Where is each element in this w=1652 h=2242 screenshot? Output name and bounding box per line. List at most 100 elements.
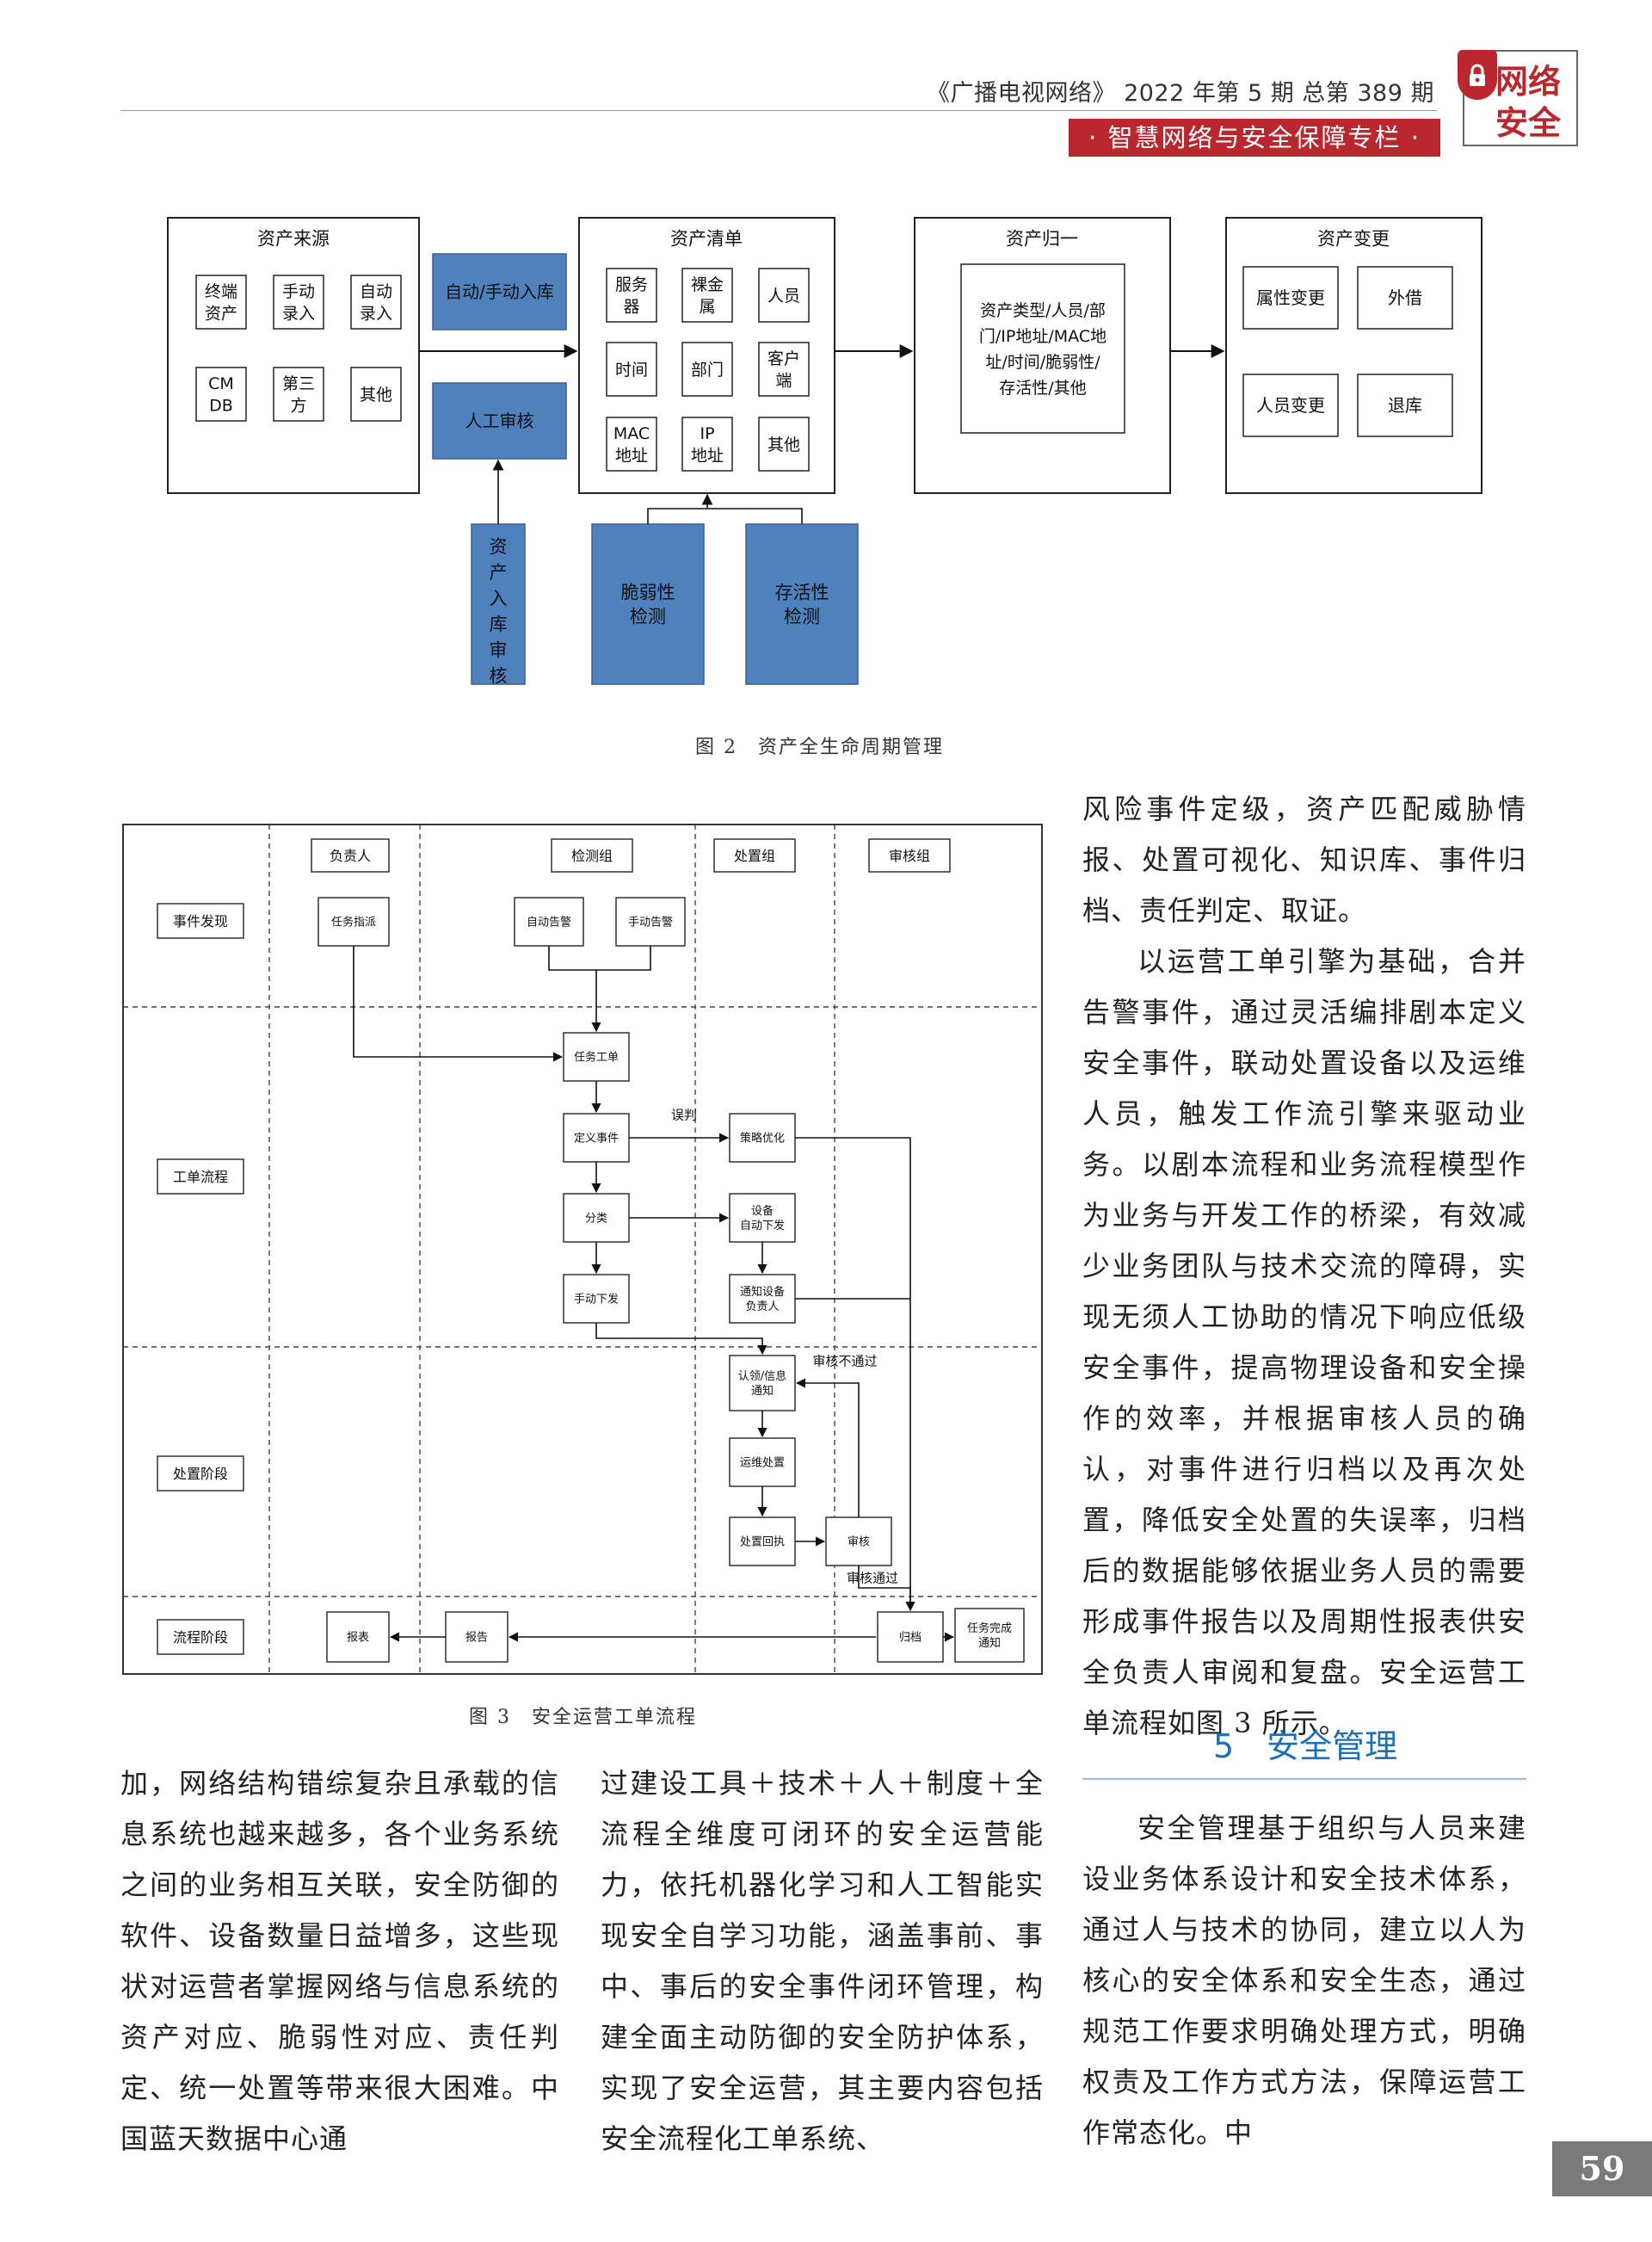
fig3-stage-label: 事件发现 [157,903,244,939]
fig2-list-item-label: 服务器 [615,275,648,317]
fig3-lane-header-label: 处置组 [734,848,775,864]
text-column-1: 加，网络结构错综复杂且承载的信息系统也越来越多，各个业务系统之间的业务相互关联，… [120,1758,559,2165]
fig3-classify: 分类 [563,1193,630,1243]
fig2-source-item-box [350,275,402,330]
fig2-change-item: 外借 [1357,266,1453,330]
fig2-asset-review-char: 产 [490,563,508,584]
fig3-stage-label: 工单流程 [157,1158,244,1195]
fig2-list-item: 裸金属 [681,268,733,323]
fig2-source-item: 其他 [350,367,402,422]
fig3-lane-header-label: 检测组 [571,848,613,864]
fig3-task-ticket: 任务工单 [563,1032,630,1082]
fig2-list-item-label: 裸金属 [691,275,724,317]
section-rule [1082,1778,1526,1780]
fig2-alive-check: 存活性检测 [745,523,859,685]
fig2-list-item-box [606,417,657,472]
fig2-list-item-label: 人员 [767,287,800,306]
paragraph-col2: 过建设工具＋技术＋人＋制度＋全流程全维度可闭环的安全运营能力，依托机器化学习和人… [601,1767,1044,2155]
fig3-ops-handle-label: 运维处置 [740,1457,785,1470]
fig3-manual-issue-box [563,1274,630,1324]
paragraph-col1: 加，网络结构错综复杂且承载的信息系统也越来越多，各个业务系统之间的业务相互关联，… [120,1767,559,2155]
fig3-claim-notify-box [729,1355,796,1411]
fig2-manual-review-label: 人工审核 [465,411,534,431]
fig2-list-item-label: 其他 [767,435,800,454]
fig2-change-item: 人员变更 [1242,374,1339,437]
fig3-auto-alarm: 自动告警 [514,897,584,947]
fig2-source-item-label: 第三方 [282,374,315,416]
fig2-change-item-label: 属性变更 [1256,287,1325,308]
fig2-change-panel [1225,217,1482,494]
fig3-stage-label: 流程阶段 [157,1619,244,1655]
fig2-list-item: 其他 [758,417,810,472]
fig2-source-item-box [350,367,402,422]
fig3-arrow-assign-ticket [353,946,564,1062]
fig3-stage-label-label: 处置阶段 [173,1466,228,1482]
fig2-change-item-label: 人员变更 [1256,395,1325,416]
fig2-source-item: 手动录入 [273,275,324,330]
fig3-claim-notify-label: 认领/信息通知 [738,1369,786,1398]
fig3-task-ticket-label: 任务工单 [574,1051,619,1065]
fig3-manual-alarm-box [615,897,686,947]
fig2-asset-review-char: 审 [490,640,508,661]
fig3-task-done-label: 任务完成通知 [967,1621,1012,1650]
fig2-change-item-label: 外借 [1388,287,1422,308]
fig2-manual-review-box [432,382,567,460]
logo-text-2: 安全 [1495,103,1562,142]
fig3-lane-header: 负责人 [311,838,390,873]
fig3-handle-receipt: 处置回执 [729,1516,796,1566]
fig2-change-item: 属性变更 [1242,266,1339,330]
fig2-list-item: 时间 [606,342,657,397]
fig2-unify-content-label: 资产类型/人员/部门/IP地址/MAC地址/时间/脆弱性/存活性/其他 [979,301,1106,398]
fig2-change-item-box [1357,266,1453,330]
figure-3-ticket-flow: 负责人检测组处置组审核组事件发现工单流程处置阶段流程阶段任务指派自动告警手动告警… [122,824,1043,1675]
fig2-list-item-box [606,342,657,397]
fig3-device-auto-box [729,1193,796,1243]
fig3-report-label: 报告 [465,1632,488,1645]
fig3-lane-header: 处置组 [713,838,796,873]
fig3-policy-opt-label: 策略优化 [740,1132,785,1146]
fig2-source-item: 终端资产 [195,275,247,330]
fig2-change-title: 资产变更 [1317,229,1390,250]
fig2-alive-check-box [745,523,859,685]
fig3-device-auto-label: 设备自动下发 [740,1204,785,1232]
fig2-list-item: 人员 [758,268,810,323]
paragraph-col3-3: 安全管理基于组织与人员来建设业务体系设计和安全技术体系，通过人与技术的协同，建立… [1082,1812,1526,2149]
fig3-report-table-box [326,1611,390,1663]
fig2-change-panel-box [1225,217,1482,494]
fig3-stage-label-box [157,1455,244,1492]
fig3-task-ticket-box [563,1032,630,1082]
fig3-classify-label: 分类 [585,1213,607,1226]
fig3-claim-notify: 认领/信息通知 [729,1355,796,1411]
text-column-3-bottom: 安全管理基于组织与人员来建设业务体系设计和安全技术体系，通过人与技术的协同，建立… [1082,1803,1526,2159]
fig2-list-item-box [681,342,733,397]
fig2-vuln-check: 脆弱性检测 [591,523,705,685]
fig2-change-item: 退库 [1357,374,1453,437]
fig2-source-panel [167,217,420,494]
fig2-change-item-box [1242,266,1339,330]
fig2-asset-review-char: 核 [490,666,508,687]
column-banner: · 智慧网络与安全保障专栏 · [1069,119,1440,157]
fig2-source-item-box [195,367,247,422]
fig2-merge-line [647,508,803,524]
fig3-task-assign-label: 任务指派 [331,916,376,930]
fig2-asset-review-char: 资 [490,537,508,558]
fig2-source-item-label: 手动录入 [282,282,315,324]
fig3-policy-opt: 策略优化 [729,1113,796,1163]
fig2-source-item-label: 终端资产 [205,282,237,324]
network-security-logo: 网络 安全 [1458,50,1578,146]
fig2-auto-import: 自动/手动入库 [432,253,567,330]
fig2-vuln-check-box [591,523,705,685]
fig2-unify-content: 资产类型/人员/部门/IP地址/MAC地址/时间/脆弱性/存活性/其他 [960,263,1125,434]
fig3-frame [122,824,1043,1675]
page-number: 59 [1552,2141,1652,2196]
fig3-task-assign: 任务指派 [317,897,390,947]
fig3-define-event-box [563,1113,630,1163]
fig3-stage-label-label: 事件发现 [173,913,228,930]
fig3-stage-label-box [157,903,244,939]
fig3-label-review-pass: 审核通过 [847,1570,898,1585]
paragraph-col3-1: 风险事件定级，资产匹配威胁情报、处置可视化、知识库、事件归档、责任判定、取证。 [1082,793,1526,927]
